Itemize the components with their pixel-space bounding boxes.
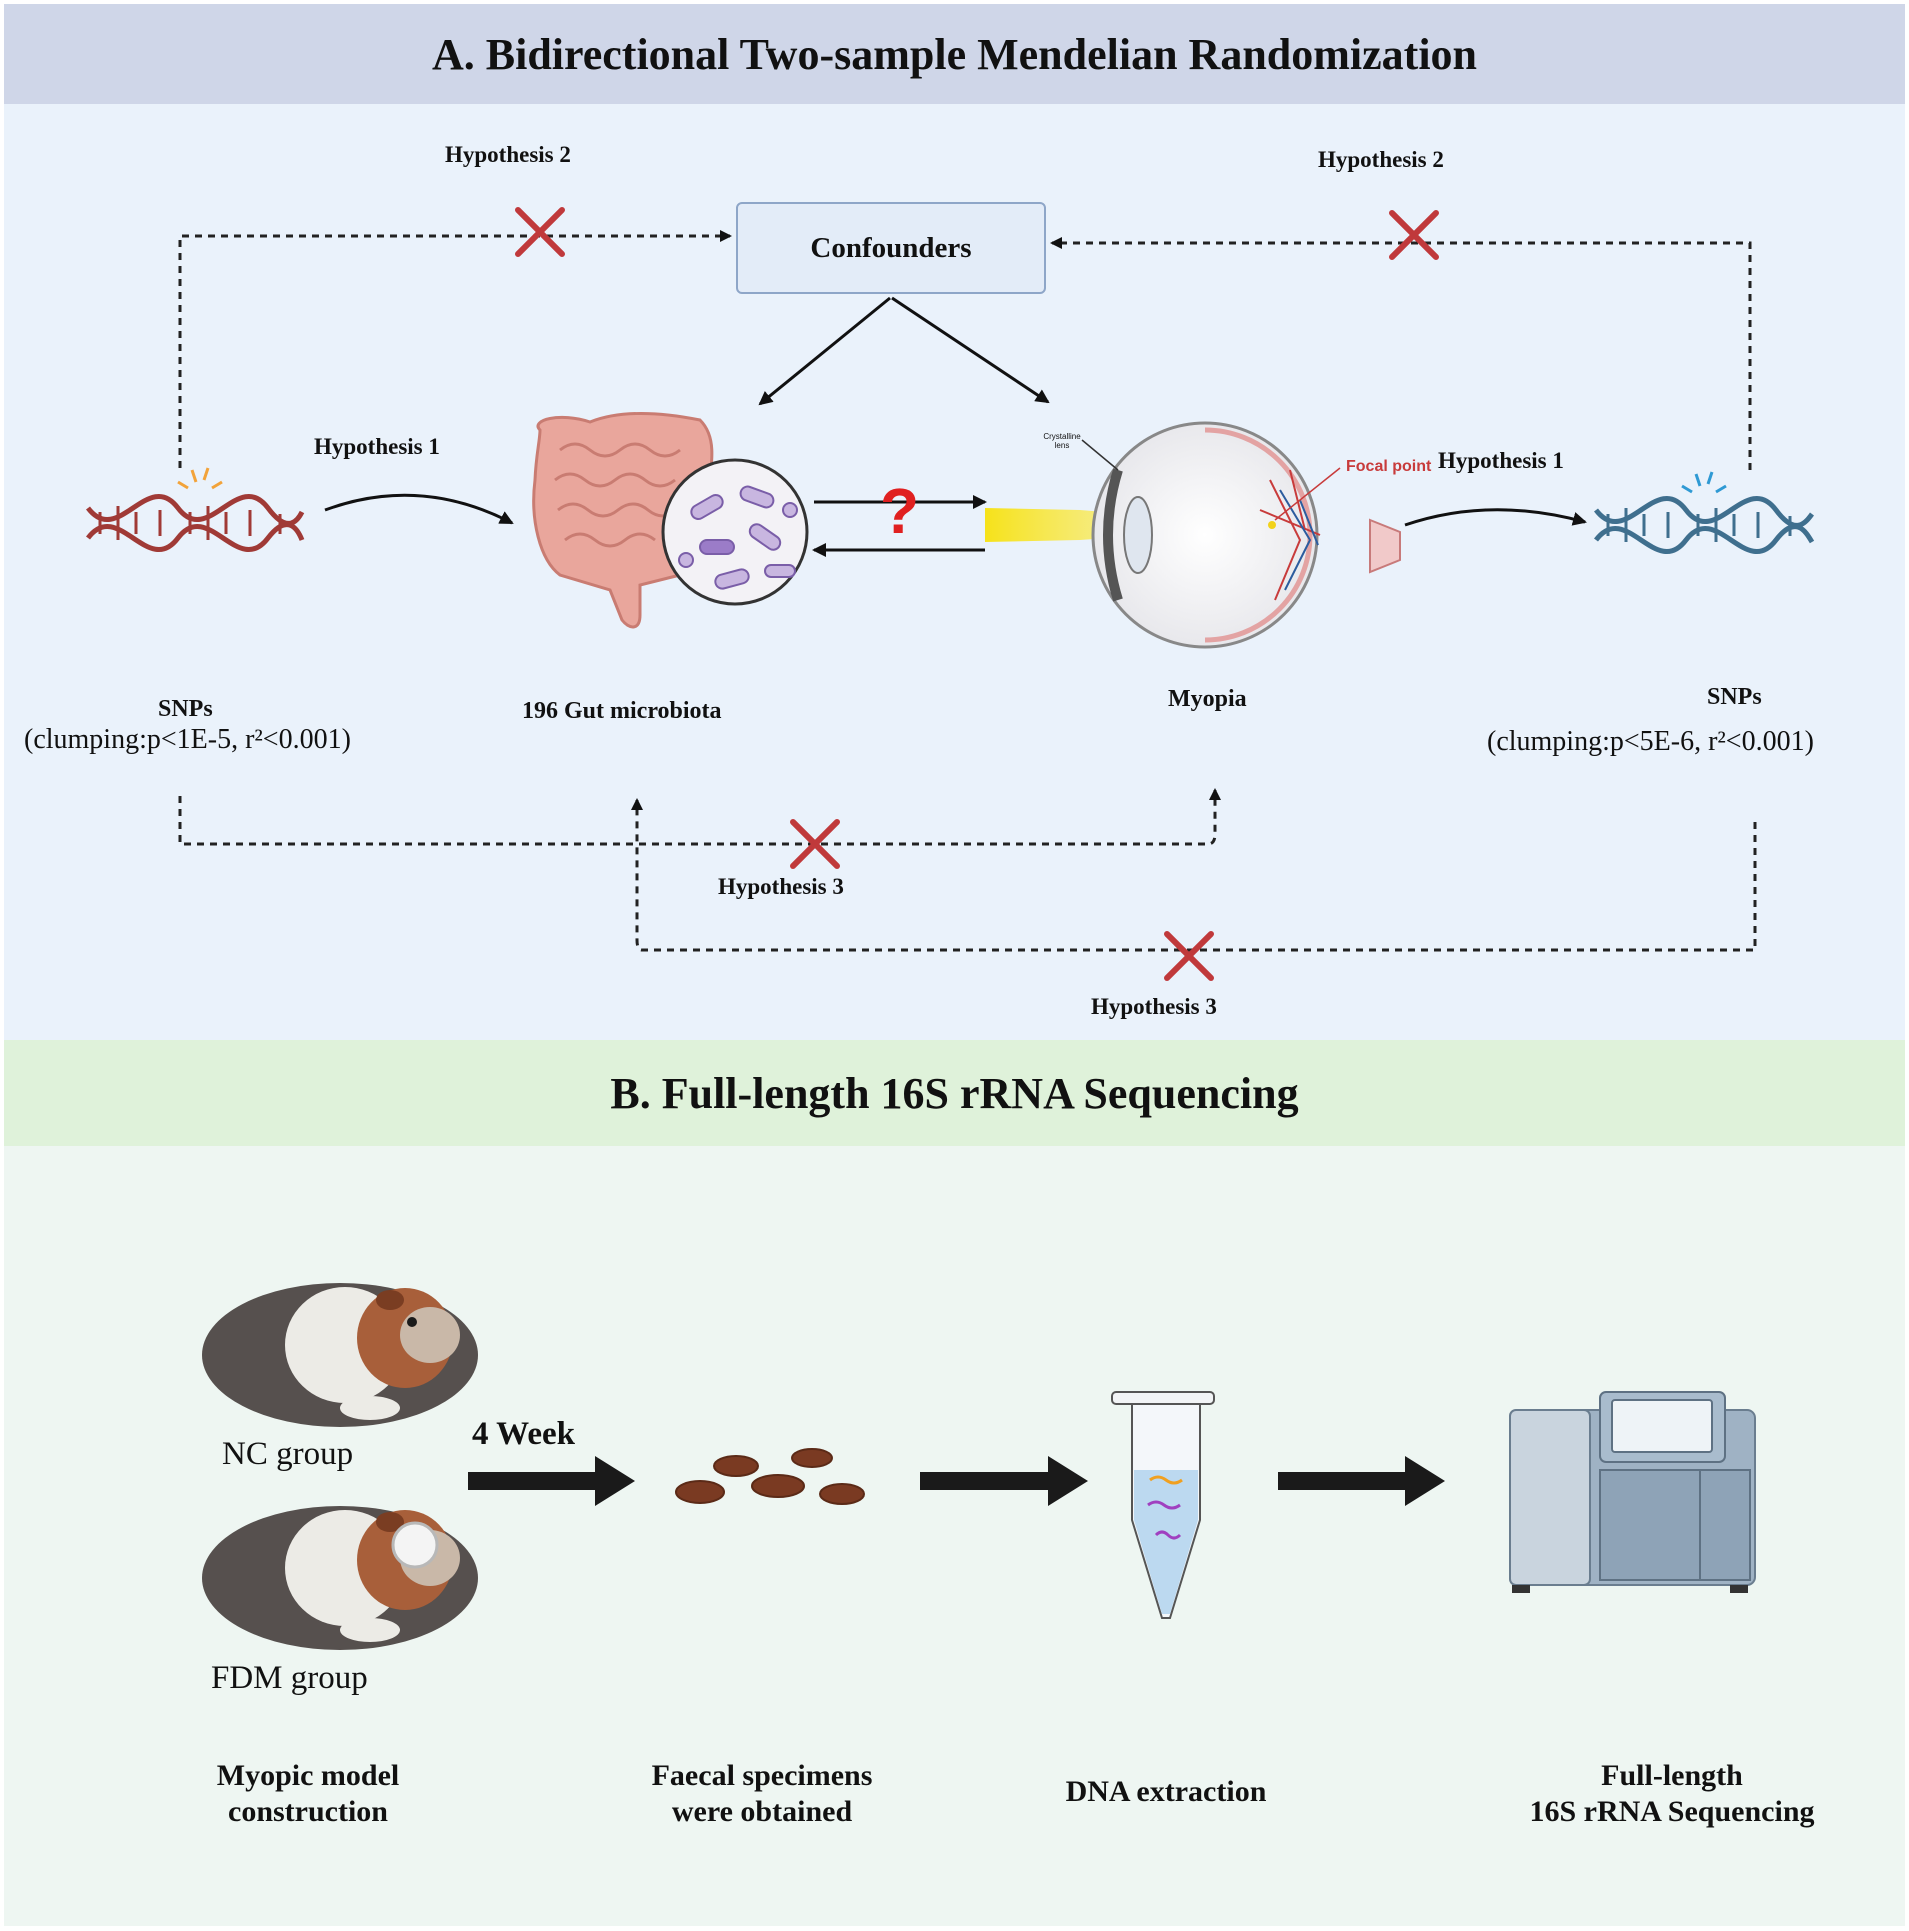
focal-point-label: Focal point <box>1346 458 1432 475</box>
hypothesis-2-left-label: Hypothesis 2 <box>445 142 571 167</box>
snps-right-label: SNPs <box>1707 684 1762 710</box>
guinea-pig-nc-icon <box>202 1283 478 1427</box>
dna-tube-icon <box>1111 1391 1215 1619</box>
clumping-left-label: (clumping:p<1E-5, r²<0.001) <box>24 724 351 755</box>
panel-a-title: A. Bidirectional Two-sample Mendelian Ra… <box>4 4 1905 104</box>
question-mark: ? <box>880 475 920 547</box>
step-sequencing-label: Full-length 16S rRNA Sequencing <box>1529 1759 1815 1828</box>
gut-microbiota-label: 196 Gut microbiota <box>522 698 722 724</box>
hypothesis-2-right-path <box>1050 237 1752 470</box>
nc-group-label: NC group <box>222 1436 354 1472</box>
hypothesis-1-right-label: Hypothesis 1 <box>1438 448 1564 473</box>
duration-label: 4 Week <box>472 1416 575 1452</box>
fdm-group-label: FDM group <box>211 1660 368 1696</box>
cross-icon <box>790 819 840 869</box>
hypothesis-3-right-label: Hypothesis 3 <box>1091 994 1217 1019</box>
step-dna-extraction-label: DNA extraction <box>1065 1775 1267 1808</box>
dna-left-icon <box>86 467 305 553</box>
cross-icon <box>1164 931 1214 981</box>
sequencer-icon <box>1509 1391 1756 1593</box>
confounder-arrows <box>758 296 1050 406</box>
cross-icon <box>515 207 565 257</box>
hypothesis-3-left-path <box>178 788 1221 846</box>
dna-right-icon <box>1594 471 1815 555</box>
hypothesis-1-right-arrow <box>1404 508 1587 527</box>
step-myopic-model-label: Myopic model construction <box>216 1759 400 1828</box>
hypothesis-1-left-arrow <box>324 493 514 525</box>
step-faecal-specimens-label: Faecal specimens were obtained <box>651 1759 873 1828</box>
panel-b-title: B. Full-length 16S rRNA Sequencing <box>4 1040 1905 1146</box>
clumping-right-label: (clumping:p<5E-6, r²<0.001) <box>1487 726 1814 757</box>
hypothesis-3-right-path <box>631 798 1757 952</box>
hypothesis-1-left-label: Hypothesis 1 <box>314 434 440 459</box>
faecal-pellets-icon <box>675 1448 865 1505</box>
crystalline-lens-label: Crystalline lens <box>1043 432 1081 450</box>
eye-icon <box>1081 421 1401 649</box>
guinea-pig-fdm-icon <box>202 1506 478 1650</box>
process-arrows <box>468 1456 1445 1506</box>
hypothesis-2-right-label: Hypothesis 2 <box>1318 147 1444 172</box>
confounders-box: Confounders <box>736 202 1046 294</box>
myopia-label: Myopia <box>1168 686 1247 712</box>
snps-left-label: SNPs <box>158 696 213 722</box>
panel-a: A. Bidirectional Two-sample Mendelian Ra… <box>4 4 1905 1040</box>
bidirectional-arrows <box>812 495 987 557</box>
hypothesis-3-left-label: Hypothesis 3 <box>718 874 844 899</box>
microbiota-icon <box>661 458 809 606</box>
cross-icon <box>1389 210 1439 260</box>
